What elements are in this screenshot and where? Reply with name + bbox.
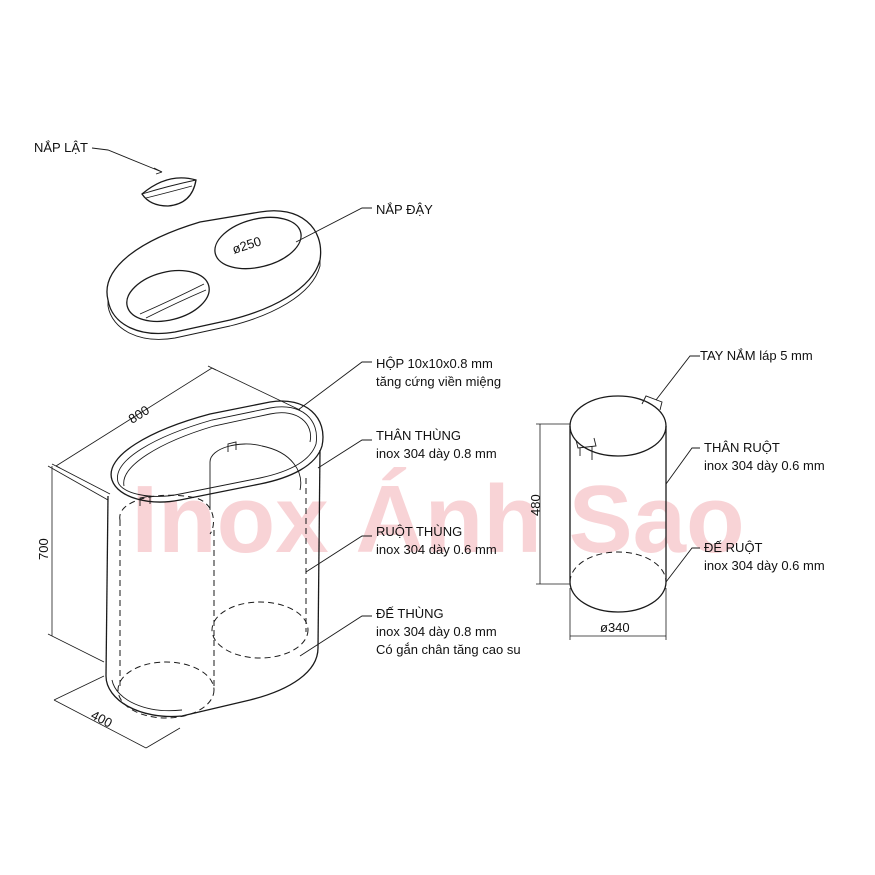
dim-length-text: 800 bbox=[126, 402, 152, 426]
dimension-250: ø250 bbox=[230, 233, 263, 256]
label-than-thung-1: THÂN THÙNG bbox=[376, 428, 461, 443]
label-de-thung-3: Có gắn chân tăng cao su bbox=[376, 642, 521, 657]
label-than-ruot-2: inox 304 dày 0.6 mm bbox=[704, 458, 825, 473]
dimension-340: ø340 bbox=[569, 588, 667, 640]
dimension-400: 400 bbox=[53, 675, 181, 749]
inner-bin bbox=[569, 395, 667, 613]
label-than-thung-2: inox 304 dày 0.8 mm bbox=[376, 446, 497, 461]
dim-width-text: 400 bbox=[89, 707, 115, 730]
label-than-ruot-1: THÂN RUỘT bbox=[704, 440, 780, 455]
label-nap-day: NẮP ĐẬY bbox=[376, 202, 433, 217]
dimension-700: 700 bbox=[36, 465, 109, 663]
dim-inner-height-text: 480 bbox=[528, 494, 543, 516]
cover-lid bbox=[106, 210, 322, 340]
label-ruot-thung-1: RUỘT THÙNG bbox=[376, 524, 462, 539]
label-de-ruot-1: ĐẾ RUỘT bbox=[704, 540, 763, 555]
label-de-thung-1: ĐẾ THÙNG bbox=[376, 606, 444, 621]
dimension-480: 480 bbox=[528, 423, 570, 585]
label-de-ruot-2: inox 304 dày 0.6 mm bbox=[704, 558, 825, 573]
watermark: Inox Ánh Sao bbox=[131, 466, 744, 573]
leaders bbox=[91, 147, 700, 657]
label-tay-nam: TAY NẮM láp 5 mm bbox=[700, 348, 813, 363]
dim-inner-diameter-text: ø340 bbox=[600, 620, 630, 635]
dim-lid-hole-text: ø250 bbox=[230, 233, 263, 256]
label-de-thung-2: inox 304 dày 0.8 mm bbox=[376, 624, 497, 639]
flip-lid bbox=[141, 177, 197, 207]
dim-height-text: 700 bbox=[36, 538, 51, 560]
label-ruot-thung-2: inox 304 dày 0.6 mm bbox=[376, 542, 497, 557]
main-bin bbox=[105, 400, 324, 719]
label-nap-lat: NẮP LẬT bbox=[34, 140, 88, 155]
label-hop-2: tăng cứng viền miệng bbox=[376, 374, 501, 389]
label-hop-1: HỘP 10x10x0.8 mm bbox=[376, 356, 493, 371]
